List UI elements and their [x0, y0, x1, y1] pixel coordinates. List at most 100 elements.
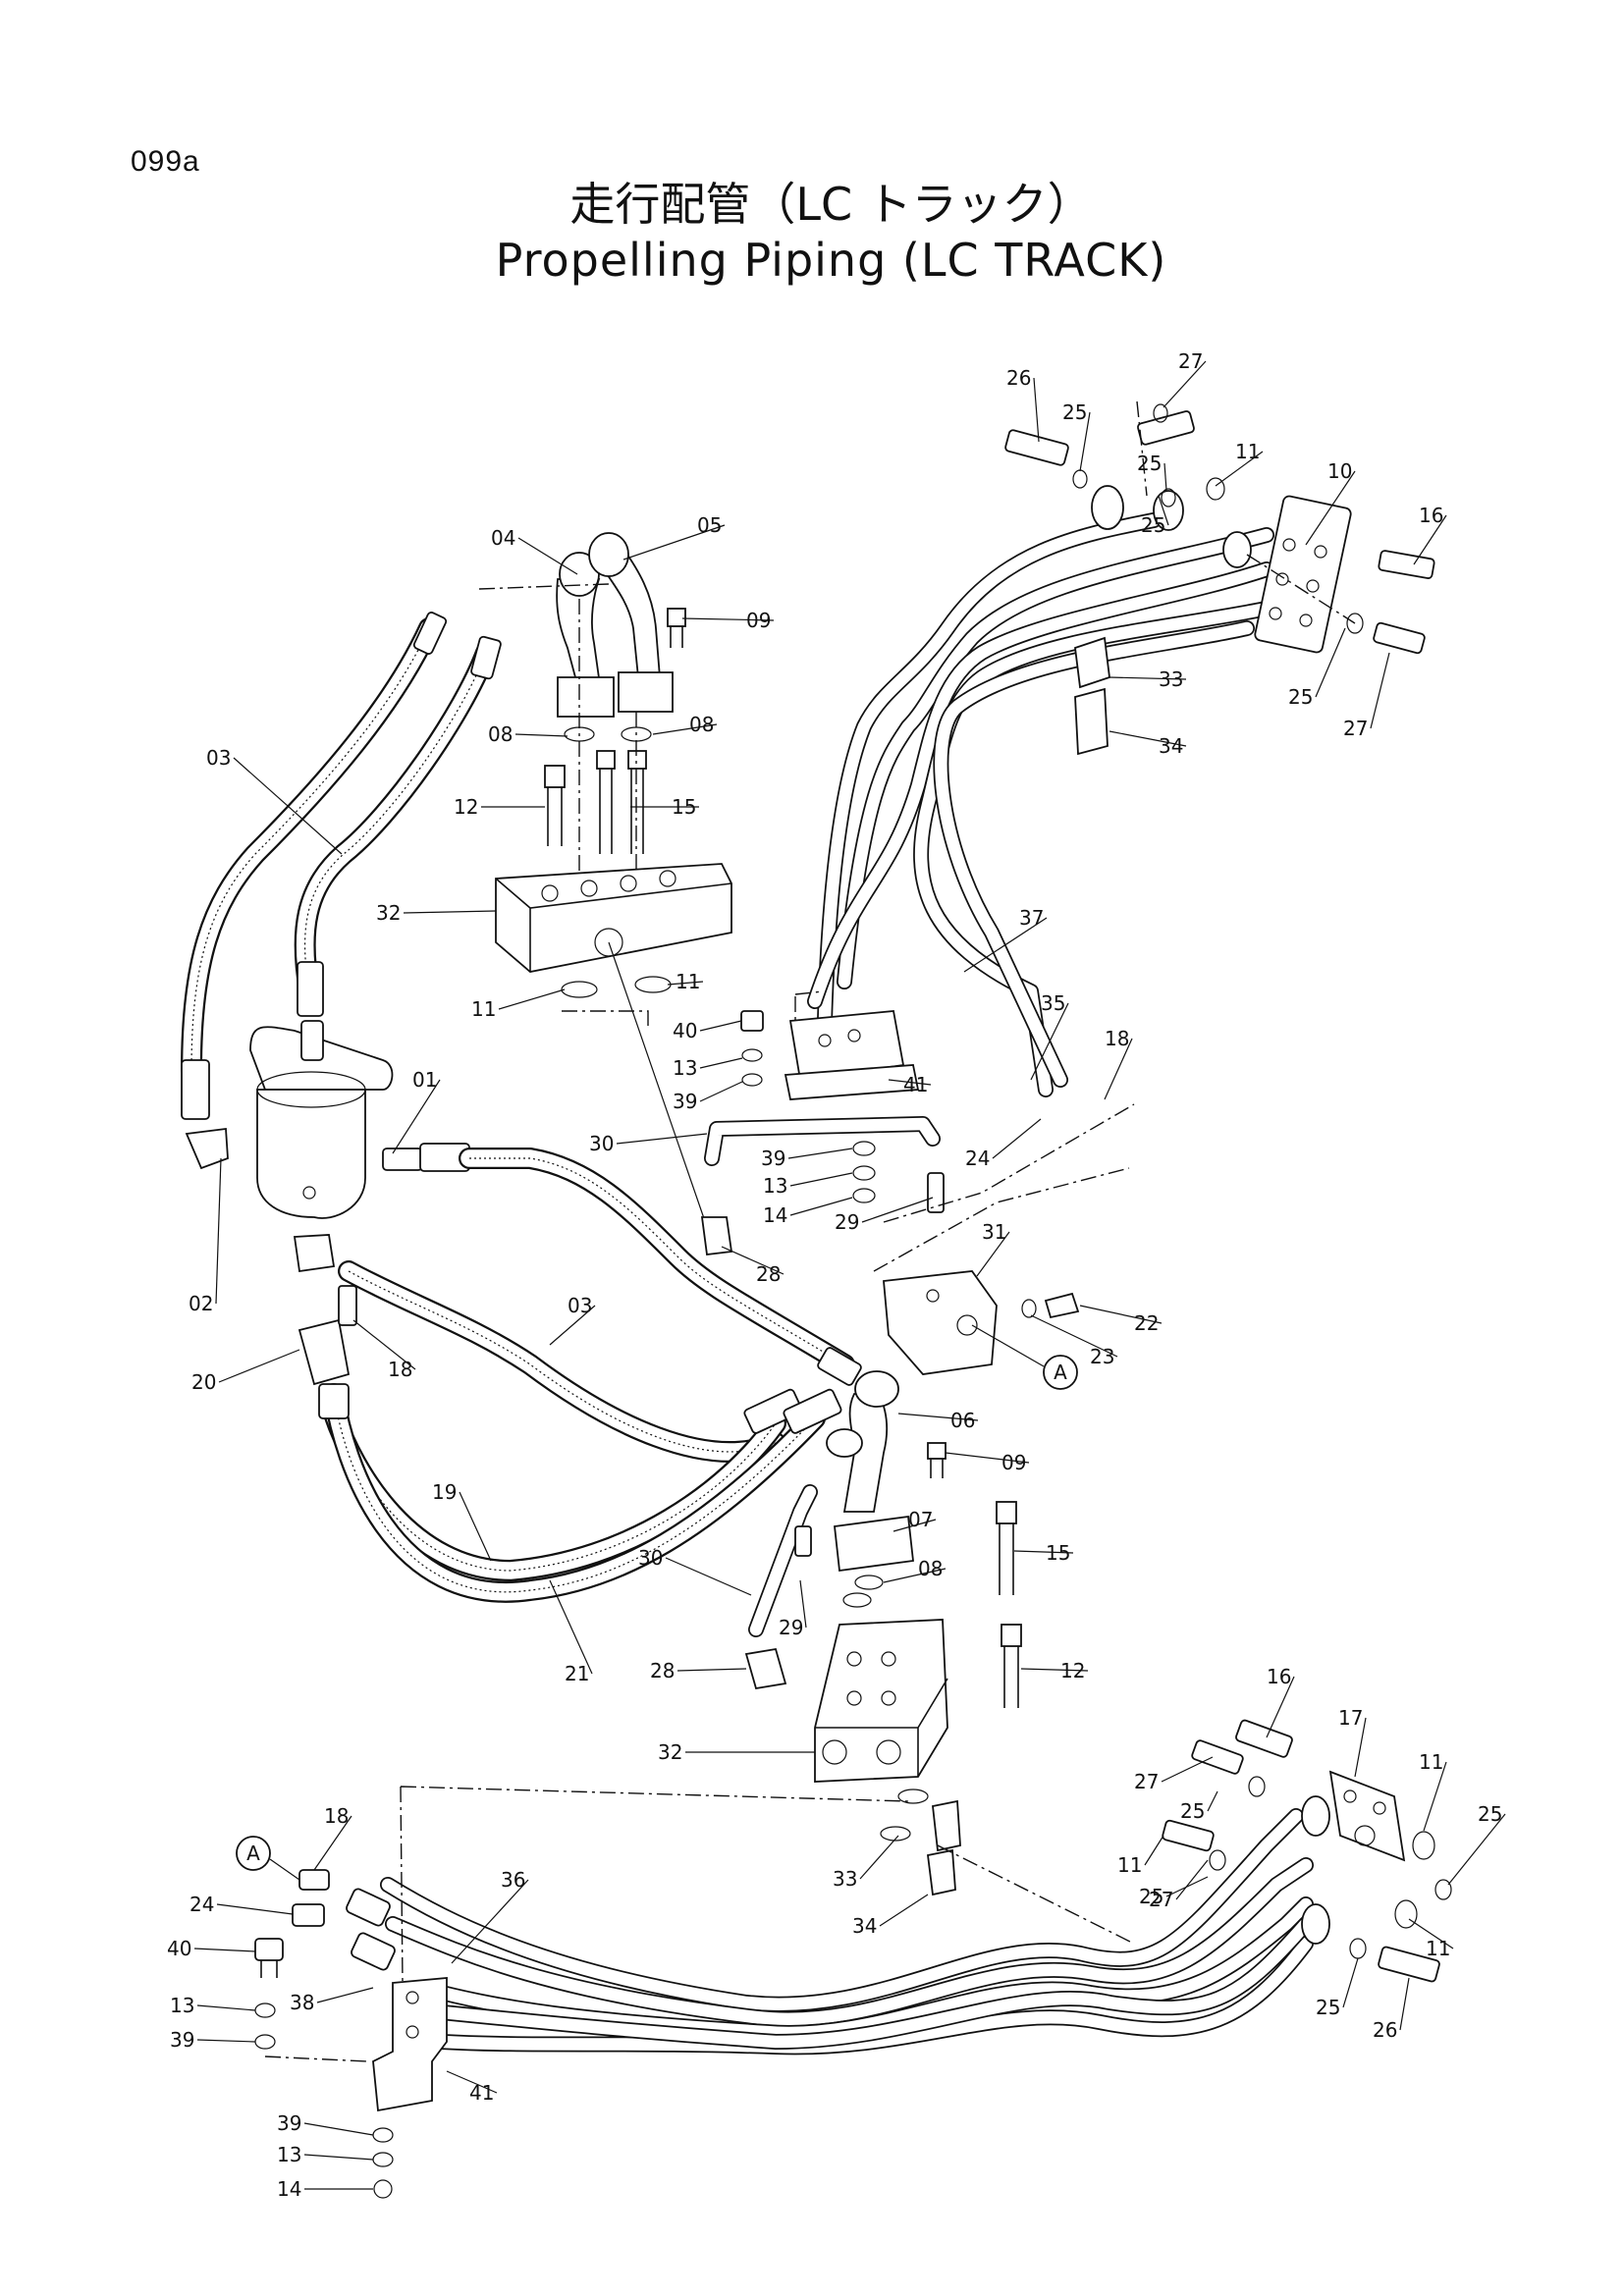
callout-25: 25	[1478, 1802, 1502, 1826]
callout-25: 25	[1139, 1885, 1163, 1908]
reference-marker-left: A	[237, 1837, 299, 1880]
callout-30: 30	[638, 1546, 663, 1570]
callout-29: 29	[835, 1210, 859, 1234]
callout-leader-27	[1371, 653, 1389, 728]
callout-39: 39	[761, 1147, 785, 1170]
callout-25: 25	[1141, 513, 1165, 537]
callout-leader-39	[700, 1082, 742, 1101]
nipple-24-bottom	[293, 1904, 324, 1926]
callout-23: 23	[1090, 1345, 1114, 1368]
callout-26: 26	[1006, 366, 1031, 390]
callout-16: 16	[1267, 1665, 1291, 1688]
callout-leader-19	[460, 1492, 491, 1561]
callout-19: 19	[432, 1480, 457, 1504]
callout-34: 34	[1159, 734, 1183, 758]
callout-33: 33	[833, 1867, 857, 1891]
callout-08: 08	[918, 1557, 943, 1580]
callout-07: 07	[908, 1508, 933, 1531]
callout-leader-25	[1343, 1958, 1358, 2007]
callout-leader-02	[216, 1158, 221, 1304]
callout-41: 41	[469, 2081, 494, 2105]
callout-27: 27	[1178, 349, 1203, 373]
callout-28: 28	[650, 1659, 675, 1682]
callout-32: 32	[658, 1740, 682, 1764]
callout-02: 02	[189, 1292, 213, 1315]
callout-15: 15	[1046, 1541, 1070, 1565]
lower-pipe-bundle	[255, 1719, 1451, 2198]
callout-06: 06	[950, 1409, 975, 1432]
callout-03: 03	[568, 1294, 592, 1317]
callout-04: 04	[491, 526, 515, 550]
callout-01: 01	[412, 1068, 437, 1092]
callout-leader-26	[1400, 1978, 1409, 2030]
reference-marker-left-label: A	[246, 1842, 260, 1865]
callout-17: 17	[1338, 1706, 1363, 1730]
callout-leader-13	[700, 1058, 742, 1068]
callout-14: 14	[277, 2177, 301, 2201]
callout-05: 05	[697, 513, 722, 537]
reference-marker-right-label: A	[1054, 1361, 1067, 1384]
valve-31	[884, 1271, 997, 1374]
callout-16: 16	[1419, 504, 1443, 527]
callout-12: 12	[454, 795, 478, 819]
callout-34: 34	[852, 1914, 877, 1938]
callout-leader-25	[1208, 1791, 1217, 1811]
flange-plate-17	[1330, 1772, 1404, 1860]
callout-leader-33	[860, 1836, 898, 1879]
banjo-bolt-27-right	[1373, 622, 1425, 654]
callout-21: 21	[565, 1662, 589, 1685]
nipple-18-left	[339, 1286, 356, 1325]
callout-leader-27	[1162, 1757, 1213, 1782]
callout-25: 25	[1180, 1799, 1205, 1823]
callout-40: 40	[167, 1937, 191, 1960]
callout-24: 24	[965, 1147, 990, 1170]
callout-leader-30	[617, 1134, 707, 1144]
callout-39: 39	[277, 2111, 301, 2135]
callout-33: 33	[1159, 667, 1183, 691]
callout-39: 39	[170, 2028, 194, 2052]
upper-pipe-bundle	[815, 401, 1434, 1090]
callout-31: 31	[982, 1220, 1006, 1244]
bolt-16-top	[1379, 550, 1435, 578]
callout-leader-32	[404, 911, 496, 913]
callout-41: 41	[903, 1073, 928, 1096]
callout-leader-20	[219, 1350, 299, 1382]
callout-leader-40	[700, 1021, 741, 1031]
callout-27: 27	[1134, 1770, 1159, 1793]
callout-14: 14	[763, 1203, 787, 1227]
elbow-02-bottom	[295, 1235, 334, 1271]
callout-leader-13	[197, 2005, 255, 2010]
callout-25: 25	[1316, 1996, 1340, 2019]
callout-24: 24	[189, 1893, 214, 1916]
callout-09: 09	[746, 609, 771, 632]
callout-11: 11	[1117, 1853, 1142, 1877]
callout-leader-26	[1034, 378, 1039, 442]
callout-09: 09	[1001, 1451, 1026, 1474]
callout-26: 26	[1373, 2018, 1397, 2042]
callout-39: 39	[673, 1090, 697, 1113]
callout-13: 13	[673, 1056, 697, 1080]
callout-leader-34	[880, 1895, 928, 1926]
callout-leader-40	[194, 1949, 255, 1951]
callout-18: 18	[1105, 1027, 1129, 1050]
adapter-top	[301, 1021, 323, 1060]
callout-37: 37	[1019, 906, 1044, 930]
clamp-33	[1075, 638, 1109, 687]
callout-leader-27	[1176, 1860, 1208, 1899]
callout-18: 18	[388, 1358, 412, 1381]
callout-13: 13	[277, 2143, 301, 2166]
callout-leader-13	[790, 1173, 852, 1186]
nipple-18-bottom	[299, 1870, 329, 1890]
callout-30: 30	[589, 1132, 614, 1155]
callout-25: 25	[1062, 400, 1087, 424]
clamp-34	[1075, 689, 1108, 754]
callout-29: 29	[779, 1616, 803, 1639]
callout-leader-30	[666, 1558, 751, 1595]
callout-leader-39	[197, 2040, 255, 2042]
callout-11: 11	[1235, 440, 1260, 463]
callout-08: 08	[689, 713, 714, 736]
callout-08: 08	[488, 722, 513, 746]
travel-motor-01	[257, 1090, 365, 1218]
callout-36: 36	[501, 1868, 525, 1892]
callout-11: 11	[1426, 1937, 1450, 1960]
